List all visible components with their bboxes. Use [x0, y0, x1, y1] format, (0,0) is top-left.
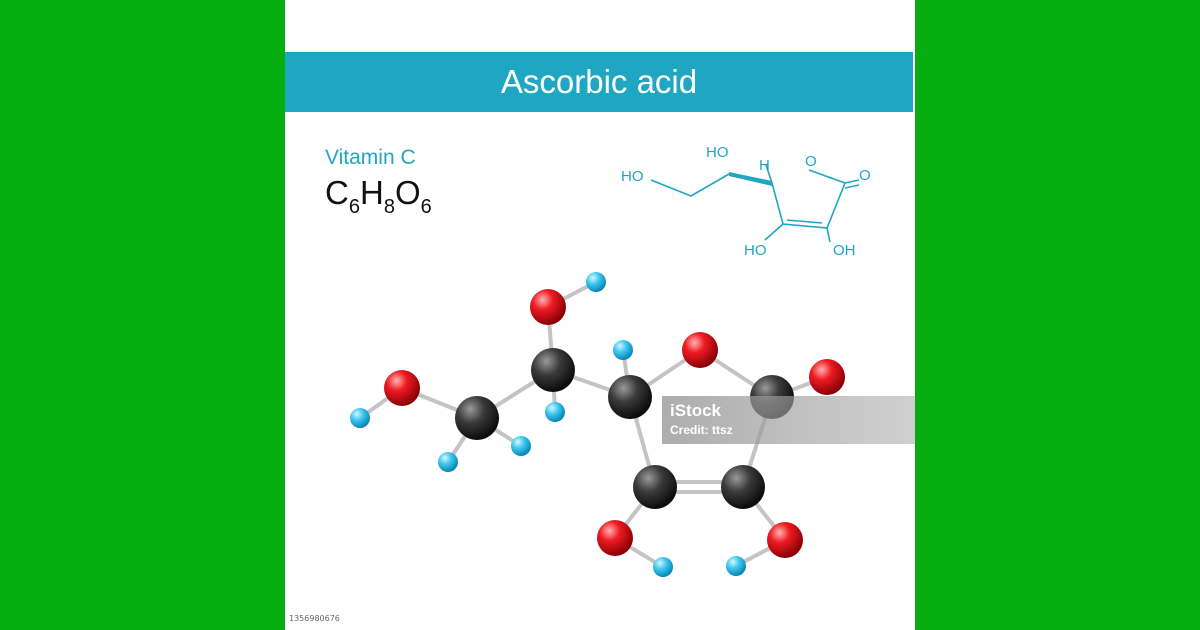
subtitle: Vitamin C: [325, 146, 416, 169]
formula-element-h: H: [359, 174, 384, 211]
hydrogen-atom: [511, 436, 531, 456]
title-bar: Ascorbic acid: [285, 52, 913, 112]
watermark-credit: Credit: ttsz: [670, 423, 733, 437]
label-carbonyl-o: O: [859, 167, 871, 184]
skeletal-double-bonds: [786, 184, 860, 224]
skeletal-labels: HO HO H O O HO OH: [621, 144, 871, 259]
skeletal-wedge: [729, 172, 772, 186]
carbon-atom: [721, 465, 765, 509]
carbon-atom: [608, 375, 652, 419]
label-ho-top: HO: [706, 144, 729, 161]
chemical-formula: C6H8O6: [325, 174, 432, 219]
label-h-stereo: H: [759, 157, 770, 174]
oxygen-atom: [767, 522, 803, 558]
hydrogen-atom: [438, 452, 458, 472]
molecule-diagram: HO HO H O O HO OH: [350, 144, 871, 577]
formula-element-o: O: [394, 174, 421, 211]
watermark-overlay: iStock Credit: ttsz: [662, 396, 915, 444]
skeletal-formula: [650, 164, 860, 243]
hydrogen-atom: [545, 402, 565, 422]
hydrogen-atom: [653, 557, 673, 577]
formula-element-c: C: [325, 174, 349, 211]
hydrogen-atoms: [350, 272, 746, 577]
illustration-panel: Ascorbic acid Vitamin C C6H8O6: [285, 0, 915, 630]
skeletal-bonds: [650, 164, 860, 243]
hydrogen-atom: [613, 340, 633, 360]
oxygen-atom: [809, 359, 845, 395]
carbon-atom: [455, 396, 499, 440]
hydrogen-atom: [726, 556, 746, 576]
oxygen-atom: [384, 370, 420, 406]
oxygen-atom: [682, 332, 718, 368]
image-id-label: 1356980676: [287, 613, 342, 624]
carbon-atom: [633, 465, 677, 509]
label-ring-o: O: [805, 153, 817, 170]
formula-count-h: 8: [383, 196, 395, 218]
carbon-atom: [531, 348, 575, 392]
page-title: Ascorbic acid: [500, 63, 698, 100]
oxygen-atom: [530, 289, 566, 325]
label-ho-left: HO: [621, 168, 644, 185]
watermark-brand: iStock: [670, 401, 722, 420]
oxygen-atom: [597, 520, 633, 556]
formula-count-c: 6: [348, 196, 360, 218]
hydrogen-atom: [350, 408, 370, 428]
label-ho-bottom-left: HO: [744, 242, 767, 259]
label-oh-bottom-right: OH: [833, 242, 856, 259]
hydrogen-atom: [586, 272, 606, 292]
oxygen-atoms: [384, 289, 845, 558]
formula-count-o: 6: [420, 196, 432, 218]
